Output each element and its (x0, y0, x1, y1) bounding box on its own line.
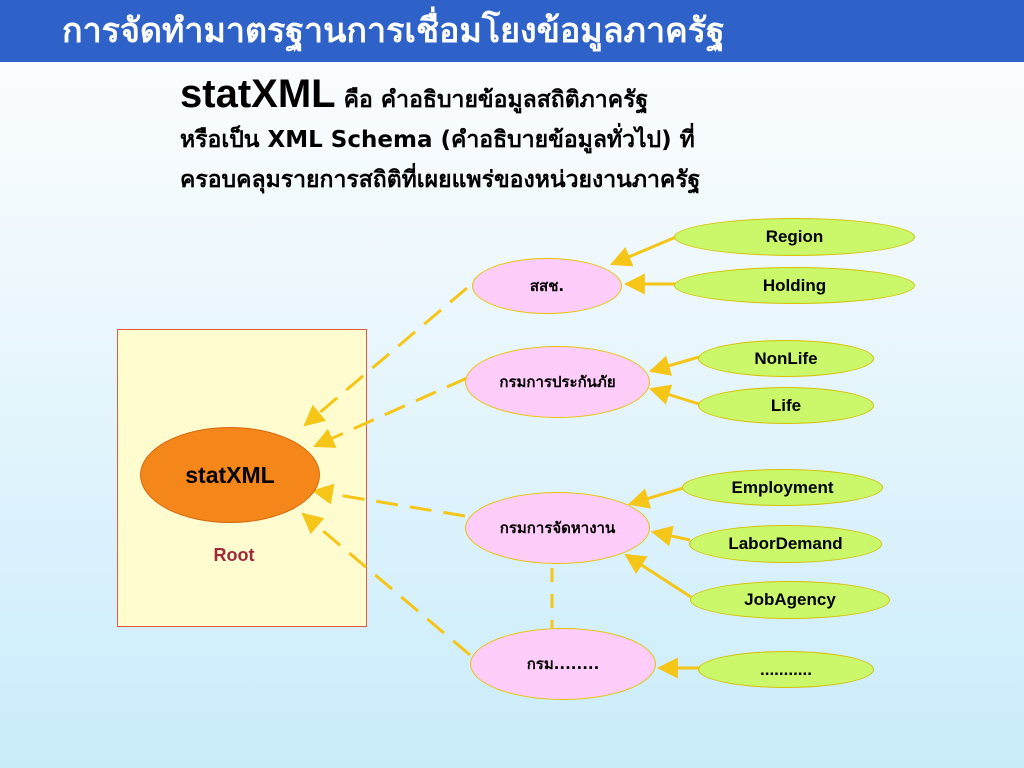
leaf-node-life: Life (698, 387, 874, 424)
intro-line-1: statXML คือ คำอธิบายข้อมูลสถิติภาครัฐ (180, 74, 1010, 120)
link-agency-1-root (303, 286, 468, 427)
agency-node-insurance-dept: กรมการประกันภัย (465, 346, 650, 418)
link-life (648, 384, 700, 406)
intro-term: statXML (180, 72, 336, 116)
leaf-node-ellipsis: ........... (698, 651, 874, 688)
link-agency-4-root (301, 512, 471, 657)
link-agency-3-root (311, 483, 466, 518)
leaf-node-jobagency: JobAgency (690, 581, 890, 619)
intro-line-3: ครอบคลุมรายการสถิติที่เผยแพร่ของหน่วยงาน… (180, 167, 701, 193)
leaf-node-nonlife: NonLife (698, 340, 874, 377)
link-nonlife (648, 355, 700, 376)
leaf-node-employment: Employment (682, 469, 883, 506)
leaf-node-labordemand: LaborDemand (689, 525, 882, 563)
leaf-node-region: Region (674, 218, 915, 256)
root-node-statxml: statXML (140, 427, 320, 523)
agency-node-other-dept: กรม........ (470, 628, 656, 700)
link-labordemand (650, 525, 691, 547)
intro-line-1-rest: คือ คำอธิบายข้อมูลสถิติภาครัฐ (335, 87, 649, 113)
agency-node-employment-dept: กรมการจัดหางาน (465, 492, 650, 564)
link-employment (627, 486, 684, 509)
link-jobagency (624, 553, 692, 599)
slide-title: การจัดทำมาตรฐานการเชื่อมโยงข้อมูลภาครัฐ (0, 0, 1024, 62)
intro-text: statXML คือ คำอธิบายข้อมูลสถิติภาครัฐ หร… (180, 74, 1010, 200)
intro-line-2: หรือเป็น XML Schema (คำอธิบายข้อมูลทั่วไ… (180, 127, 695, 153)
root-caption: Root (213, 545, 255, 565)
link-agency-2-root (313, 376, 468, 448)
leaf-node-holding: Holding (674, 267, 915, 304)
agency-node-nso: สสช. (472, 258, 622, 314)
link-region (610, 235, 677, 267)
